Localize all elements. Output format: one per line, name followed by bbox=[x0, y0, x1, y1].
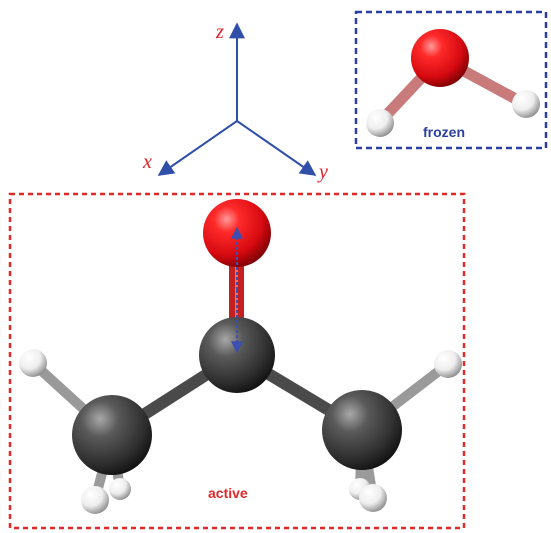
z-axis-label: z bbox=[215, 21, 224, 43]
y-axis-label: y bbox=[317, 161, 328, 183]
active-box-border bbox=[8, 192, 466, 530]
hydrogen-atom-right-top bbox=[434, 350, 462, 378]
water-oxygen-atom bbox=[411, 29, 469, 87]
water-hydrogen-atom-left bbox=[366, 109, 394, 137]
hydrogen-atom-right-bottom bbox=[359, 484, 387, 512]
methyl-carbon-atom-right bbox=[322, 390, 402, 470]
frozen-label: frozen bbox=[423, 124, 465, 140]
hydrogen-atom-left-top bbox=[19, 349, 47, 377]
water-molecule bbox=[366, 29, 540, 137]
active-label: active bbox=[208, 485, 248, 501]
frozen-region: frozen bbox=[354, 10, 548, 150]
hydrogen-atom-left-back bbox=[109, 478, 131, 500]
carbonyl-carbon-atom bbox=[199, 317, 275, 393]
coordinate-axes: z x y bbox=[142, 21, 328, 183]
methyl-carbon-atom-left bbox=[72, 395, 152, 475]
frozen-box-border bbox=[354, 10, 548, 150]
active-region: active bbox=[8, 192, 466, 530]
acetone-molecule bbox=[19, 199, 462, 514]
x-axis bbox=[157, 120, 238, 176]
y-axis bbox=[236, 120, 317, 176]
water-hydrogen-atom-right bbox=[512, 90, 540, 118]
x-axis-label: x bbox=[142, 151, 152, 173]
hydrogen-atom-left-bottom bbox=[81, 486, 109, 514]
